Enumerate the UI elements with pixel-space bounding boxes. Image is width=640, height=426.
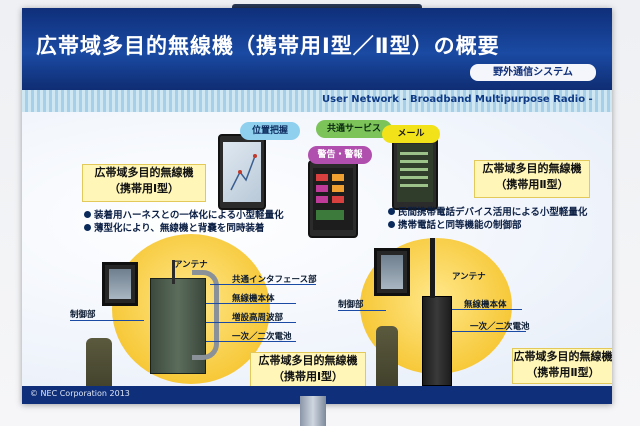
type1-body-tag: 無線機本体 bbox=[232, 294, 275, 304]
type1-bullet-2-text: 薄型化により、無線機と背嚢を同時装着 bbox=[94, 223, 265, 234]
page-title: 広帯域多目的無線機（携帯用Ⅰ型／Ⅱ型）の概要 bbox=[36, 34, 500, 58]
type2-bullet-2: 携帯電話と同等機能の制御部 bbox=[388, 217, 522, 231]
type1-amp-tag: 増設高周波部 bbox=[232, 313, 284, 323]
type2-bullet-2-text: 携帯電話と同等機能の制御部 bbox=[398, 220, 522, 231]
subtitle-stripe bbox=[22, 90, 612, 112]
type2-label: 広帯域多目的無線機 （携帯用Ⅱ型） bbox=[474, 160, 590, 198]
type2-controller-tag: 制御部 bbox=[338, 300, 364, 310]
type2-battery-tag: 一次／二次電池 bbox=[470, 322, 530, 332]
type1-body-lead bbox=[206, 303, 296, 304]
phone-menu bbox=[308, 160, 358, 238]
type1-label-line1: 広帯域多目的無線機 bbox=[94, 166, 194, 179]
type2-body-tag: 無線機本体 bbox=[464, 300, 507, 310]
type1-harness-image bbox=[192, 270, 219, 360]
position-oval: 位置把握 bbox=[240, 122, 300, 140]
stand-post bbox=[300, 396, 326, 426]
phone-map bbox=[218, 134, 266, 210]
type1-caption-line2: （携帯用Ⅰ型） bbox=[272, 370, 344, 383]
type1-bullet-1: 装着用ハーネスとの一体化による小型軽量化 bbox=[84, 207, 284, 221]
footer-bar bbox=[22, 386, 612, 404]
type2-body-lead bbox=[452, 309, 522, 310]
type1-label: 広帯域多目的無線機 （携帯用Ⅰ型） bbox=[82, 164, 206, 202]
type2-battery-lead bbox=[452, 331, 526, 332]
type1-soldier-image bbox=[86, 338, 112, 394]
type1-controller-tag: 制御部 bbox=[70, 310, 96, 320]
map-icon bbox=[230, 154, 257, 191]
category-badge: 野外通信システム bbox=[470, 64, 596, 81]
type1-bullet-2: 薄型化により、無線機と背嚢を同時装着 bbox=[84, 220, 264, 234]
type2-label-line1: 広帯域多目的無線機 bbox=[482, 162, 582, 175]
type1-bullet-1-text: 装着用ハーネスとの一体化による小型軽量化 bbox=[94, 210, 284, 221]
type1-amp-lead bbox=[206, 322, 296, 323]
type1-battery-lead bbox=[206, 341, 296, 342]
type1-controller-lead bbox=[70, 320, 144, 321]
type2-antenna-image bbox=[430, 238, 435, 298]
type1-controller-image bbox=[102, 262, 138, 306]
presentation-board: 広帯域多目的無線機（携帯用Ⅰ型／Ⅱ型）の概要 野外通信システム User Net… bbox=[22, 8, 612, 404]
phone-mail bbox=[392, 136, 438, 210]
mail-oval: メール bbox=[382, 125, 440, 143]
bullet-icon bbox=[388, 221, 395, 228]
type1-caption-line1: 広帯域多目的無線機 bbox=[258, 354, 358, 367]
subtitle: User Network - Broadband Multipurpose Ra… bbox=[322, 94, 593, 105]
alert-oval: 警告・警報 bbox=[308, 146, 372, 164]
type2-controller-lead bbox=[338, 310, 386, 311]
type1-antenna-tag: アンテナ bbox=[174, 260, 208, 270]
copyright: © NEC Corporation 2013 bbox=[30, 389, 130, 398]
type1-interface-tag: 共通インタフェース部 bbox=[232, 275, 317, 285]
type1-antenna-image bbox=[172, 260, 175, 284]
type1-interface-lead bbox=[210, 284, 316, 285]
type1-label-line2: （携帯用Ⅰ型） bbox=[108, 182, 180, 195]
type1-caption: 広帯域多目的無線機 （携帯用Ⅰ型） bbox=[250, 352, 366, 388]
type2-caption-line1: 広帯域多目的無線機 bbox=[513, 350, 613, 363]
type2-radio-image bbox=[422, 296, 452, 386]
type2-soldier-image bbox=[376, 326, 398, 390]
type2-caption: 広帯域多目的無線機 （携帯用Ⅱ型） bbox=[512, 348, 612, 384]
type2-controller-image bbox=[374, 248, 410, 296]
type2-bullet-1: 民間携帯電話デバイス活用による小型軽量化 bbox=[388, 204, 587, 218]
bullet-icon bbox=[388, 208, 395, 215]
type2-caption-line2: （携帯用Ⅱ型） bbox=[526, 366, 600, 379]
bullet-icon bbox=[84, 224, 91, 231]
type2-antenna-tag: アンテナ bbox=[452, 272, 486, 282]
bullet-icon bbox=[84, 211, 91, 218]
common-service-oval: 共通サービス bbox=[316, 120, 392, 138]
type2-label-line2: （携帯用Ⅱ型） bbox=[495, 178, 569, 191]
type1-battery-tag: 一次／二次電池 bbox=[232, 332, 292, 342]
type2-bullet-1-text: 民間携帯電話デバイス活用による小型軽量化 bbox=[398, 207, 588, 218]
